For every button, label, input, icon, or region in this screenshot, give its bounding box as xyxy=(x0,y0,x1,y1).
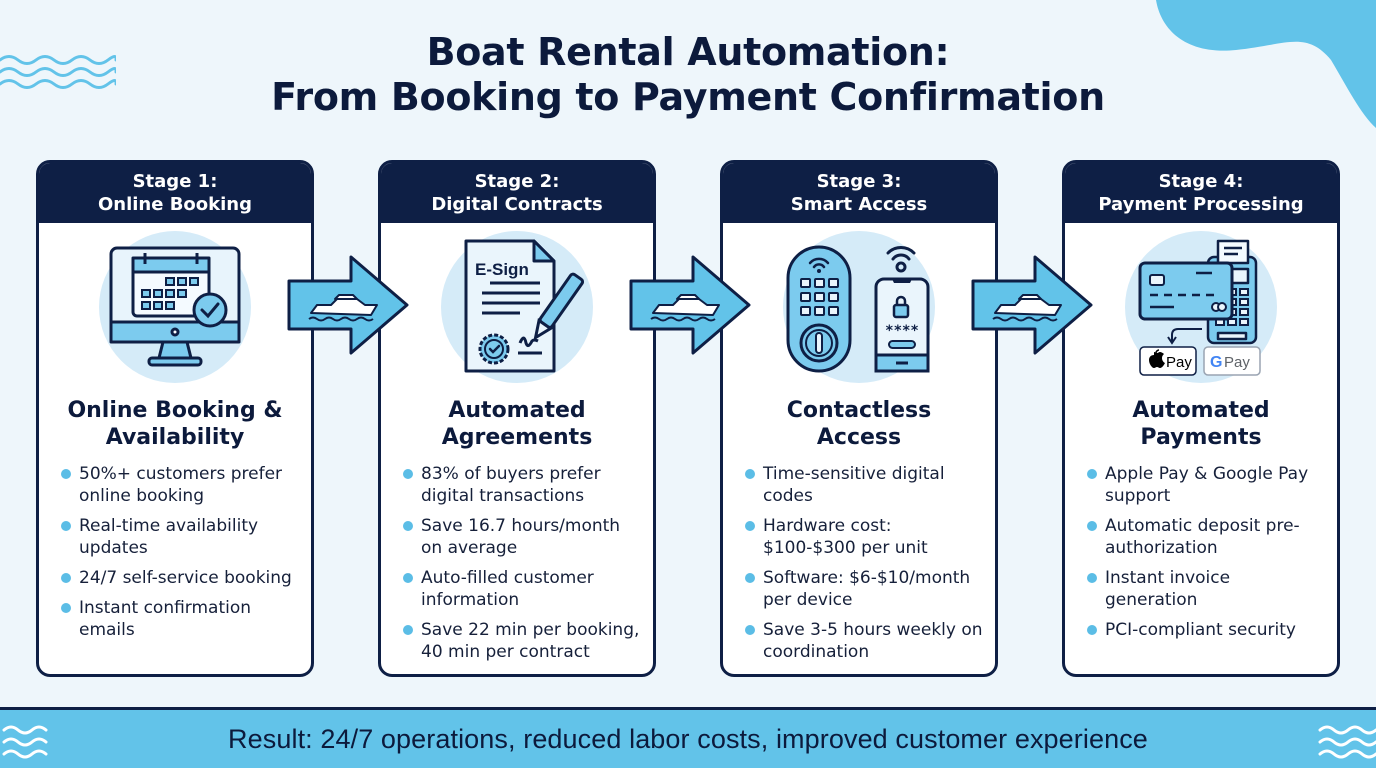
stage-title-line: Online Booking & xyxy=(67,398,283,423)
stage-icon: Pay G Pay xyxy=(1065,223,1337,391)
stage-title-line: Contactless xyxy=(786,398,932,423)
stage-name: Smart Access xyxy=(790,194,928,215)
bullet-point: Instant invoice generation xyxy=(1087,567,1327,611)
google-pay-label: Pay xyxy=(1224,354,1250,371)
bullet-point: Save 16.7 hours/month on average xyxy=(403,515,643,559)
stage-title-line: Agreements xyxy=(441,425,593,450)
title-line-1: Boat Rental Automation: xyxy=(426,30,950,74)
smart-lock-phone-icon: **** xyxy=(786,245,930,373)
bullet-point: Automatic deposit pre-authorization xyxy=(1087,515,1327,559)
bullet-point: Time-sensitive digital codes xyxy=(745,463,985,507)
stage-number: Stage 4: xyxy=(1158,171,1244,192)
stage-card-2: Stage 2: Digital Contracts E-Sign xyxy=(378,160,656,677)
stage-name: Digital Contracts xyxy=(431,194,603,215)
stage-name: Online Booking xyxy=(97,194,253,215)
card-terminal-icon: Pay G Pay xyxy=(1138,239,1261,376)
stage-points: Apple Pay & Google Pay support Automatic… xyxy=(1065,463,1337,641)
stage-points: 83% of buyers prefer digital transaction… xyxy=(381,463,653,663)
stage-points: 50%+ customers prefer online booking Rea… xyxy=(39,463,311,641)
stage-card-3: Stage 3: Smart Access xyxy=(720,160,998,677)
stage-card-4: Stage 4: Payment Processing xyxy=(1062,160,1340,677)
stage-title: Online Booking & Availability xyxy=(39,397,311,451)
stage-title: Contactless Access xyxy=(723,397,995,451)
stage-title-line: Automated xyxy=(1132,398,1270,423)
bullet-point: Save 3-5 hours weekly on coordination xyxy=(745,619,985,663)
boat-arrow-icon xyxy=(287,255,409,355)
stage-header: Stage 2: Digital Contracts xyxy=(381,163,653,223)
stage-icon: E-Sign xyxy=(381,223,653,391)
stage-header: Stage 3: Smart Access xyxy=(723,163,995,223)
waves-icon xyxy=(1318,725,1376,759)
stage-header: Stage 4: Payment Processing xyxy=(1065,163,1337,223)
bullet-point: 24/7 self-service booking xyxy=(61,567,301,589)
bullet-point: Hardware cost: $100-$300 per unit xyxy=(745,515,985,559)
stage-title: Automated Agreements xyxy=(381,397,653,451)
bullet-point: PCI-compliant security xyxy=(1087,619,1327,641)
decorative-blob xyxy=(1156,0,1376,128)
apple-pay-label: Pay xyxy=(1166,354,1192,371)
bullet-point: Instant confirmation emails xyxy=(61,597,301,641)
waves-icon xyxy=(0,55,116,89)
stage-title-line: Availability xyxy=(105,425,245,450)
bullet-point: Save 22 min per booking, 40 min per cont… xyxy=(403,619,643,663)
stage-number: Stage 1: xyxy=(132,171,218,192)
stage-number: Stage 3: xyxy=(816,171,902,192)
boat-arrow-icon xyxy=(629,255,751,355)
computer-calendar-check-icon xyxy=(109,246,241,367)
stage-title-line: Automated xyxy=(448,398,586,423)
stage-title-line: Access xyxy=(816,425,902,450)
esign-label: E-Sign xyxy=(475,260,529,279)
stage-title: Automated Payments xyxy=(1065,397,1337,451)
bullet-point: 50%+ customers prefer online booking xyxy=(61,463,301,507)
pin-code-label: **** xyxy=(885,323,919,339)
bullet-point: Apple Pay & Google Pay support xyxy=(1087,463,1327,507)
boat-arrow-icon xyxy=(971,255,1093,355)
result-banner: Result: 24/7 operations, reduced labor c… xyxy=(0,707,1376,768)
stage-number: Stage 2: xyxy=(474,171,560,192)
stage-points: Time-sensitive digital codes Hardware co… xyxy=(723,463,995,663)
title-line-2: From Booking to Payment Confirmation xyxy=(271,75,1105,119)
stage-title-line: Payments xyxy=(1140,425,1262,450)
bullet-point: 83% of buyers prefer digital transaction… xyxy=(403,463,643,507)
bullet-point: Software: $6-$10/month per device xyxy=(745,567,985,611)
stage-name: Payment Processing xyxy=(1098,194,1304,215)
stage-icon: **** xyxy=(723,223,995,391)
esign-document-icon: E-Sign xyxy=(464,239,585,373)
stage-icon xyxy=(39,223,311,391)
bullet-point: Real-time availability updates xyxy=(61,515,301,559)
stage-header: Stage 1: Online Booking xyxy=(39,163,311,223)
bullet-point: Auto-filled customer information xyxy=(403,567,643,611)
stage-card-1: Stage 1: Online Booking xyxy=(36,160,314,677)
page-title: Boat Rental Automation: From Booking to … xyxy=(0,30,1376,120)
result-text: Result: 24/7 operations, reduced labor c… xyxy=(228,723,1148,754)
svg-text:G: G xyxy=(1210,354,1222,371)
waves-icon xyxy=(2,725,48,759)
